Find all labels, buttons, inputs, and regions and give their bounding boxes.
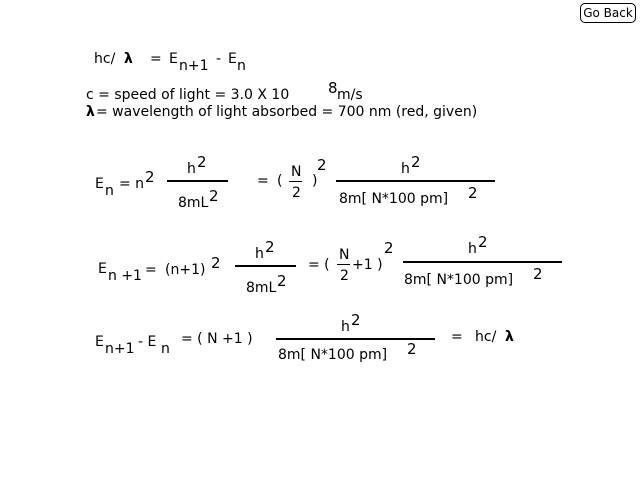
fraction-denominator: 8m[ N*100 pm]	[404, 272, 514, 288]
fraction-bar	[289, 181, 302, 182]
exponent: 2	[277, 272, 287, 290]
fraction-denominator: 2	[292, 185, 301, 201]
fraction-denominator: 2	[340, 268, 349, 284]
fraction-bar	[276, 338, 435, 340]
energy-symbol: E	[228, 51, 237, 67]
minus-energy-text: - E	[138, 334, 157, 350]
equals-n-text: = n	[119, 176, 145, 192]
exponent: 2	[265, 238, 275, 256]
exponent: 2	[209, 187, 219, 205]
exponent: 2	[211, 254, 221, 272]
minus-sign: -	[216, 51, 222, 67]
unit-text: m/s	[337, 87, 363, 103]
exponent: 2	[197, 153, 207, 171]
speed-of-light-text: c = speed of light = 3.0 X 10	[86, 87, 290, 103]
fraction-numerator: h	[255, 246, 264, 262]
subscript-n-plus-1: n+1	[105, 341, 135, 357]
fraction-denominator: 8m[ N*100 pm]	[278, 347, 388, 363]
hc-text: hc/	[475, 329, 497, 345]
exponent: 8	[328, 79, 338, 97]
lambda-symbol: λ	[505, 329, 514, 345]
energy-symbol: E	[169, 51, 178, 67]
fraction-bar	[167, 180, 228, 182]
fraction-denominator: 8m[ N*100 pm]	[339, 191, 449, 207]
fraction-numerator: h	[401, 161, 410, 177]
exponent: 2	[478, 233, 488, 251]
plus-1-close-paren: +1 )	[352, 257, 383, 273]
equals-sign: =	[150, 51, 162, 67]
equals-sign: =	[145, 262, 157, 278]
go-back-button[interactable]: Go Back	[580, 3, 636, 23]
subscript-n: n	[105, 183, 114, 199]
n-plus-1-factor: = ( N +1 )	[181, 331, 253, 347]
fraction-bar	[337, 264, 350, 265]
exponent: 2	[407, 340, 417, 358]
equals-sign: =	[257, 173, 269, 189]
fraction-numerator: N	[339, 247, 350, 263]
exponent: 2	[145, 168, 155, 186]
exponent: 2	[317, 156, 327, 174]
exponent: 2	[411, 153, 421, 171]
close-paren: )	[312, 173, 318, 189]
fraction-numerator: h	[187, 161, 196, 177]
fraction-numerator: N	[291, 164, 302, 180]
exponent: 2	[468, 184, 478, 202]
lambda-symbol: λ	[124, 51, 133, 67]
hc-text: hc/	[94, 51, 116, 67]
equals-open-paren: = (	[308, 257, 330, 273]
subscript-n: n	[161, 341, 170, 357]
exponent: 2	[533, 265, 543, 283]
equals-sign: =	[451, 329, 463, 345]
fraction-bar	[403, 261, 562, 263]
exponent: 2	[351, 311, 361, 329]
lambda-symbol: λ	[86, 104, 95, 120]
fraction-bar	[235, 265, 296, 267]
subscript-n-plus-1: n +1	[108, 268, 142, 284]
energy-symbol: E	[95, 334, 104, 350]
fraction-denominator: 8mL	[246, 280, 277, 296]
fraction-denominator: 8mL	[178, 195, 209, 211]
fraction-bar	[336, 180, 495, 182]
subscript-n: n	[237, 58, 246, 74]
subscript-n-plus-1: n+1	[179, 58, 209, 74]
wavelength-text: = wavelength of light absorbed = 700 nm …	[96, 104, 478, 120]
fraction-numerator: h	[341, 319, 350, 335]
n-plus-1-paren: (n+1)	[165, 262, 206, 278]
open-paren: (	[277, 173, 283, 189]
exponent: 2	[384, 239, 394, 257]
energy-symbol: E	[98, 261, 107, 277]
energy-symbol: E	[95, 176, 104, 192]
fraction-numerator: h	[468, 241, 477, 257]
